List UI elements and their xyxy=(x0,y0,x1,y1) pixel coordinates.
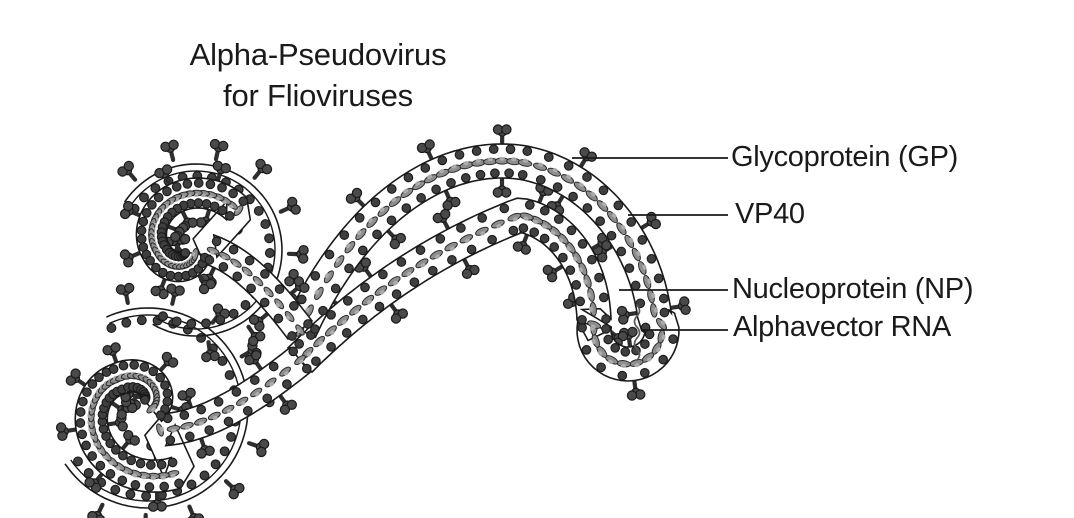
glycoprotein-spike xyxy=(187,504,205,518)
glycoprotein-spike xyxy=(209,138,229,162)
filament-segment xyxy=(119,160,314,341)
callout-label-nucleoprotein: Nucleoprotein (NP) xyxy=(732,273,974,305)
callout-label-alphavector-rna: Alphavector RNA xyxy=(733,311,951,343)
glycoprotein-spike xyxy=(143,512,148,518)
glycoprotein-spike xyxy=(160,139,179,162)
glycoprotein-spike xyxy=(177,387,196,410)
glycoprotein-spike xyxy=(442,188,461,211)
glycoprotein-spike xyxy=(246,324,266,347)
glycoprotein-spike xyxy=(288,276,310,297)
glycoprotein-spike xyxy=(166,283,185,306)
glycoprotein-spike xyxy=(542,264,565,283)
glycoprotein-spike xyxy=(223,479,245,500)
glycoprotein-spike xyxy=(277,393,297,415)
glycoprotein-spike xyxy=(154,164,173,187)
glycoprotein-spike xyxy=(278,196,301,215)
alphavector-rna-tail xyxy=(633,304,641,361)
glycoprotein-spike xyxy=(115,282,135,305)
callout-label-glycoprotein: Glycoprotein (GP) xyxy=(731,141,958,173)
glycoprotein-spike xyxy=(102,342,121,365)
glycoprotein-spike xyxy=(212,160,231,183)
glycoprotein-spike xyxy=(589,232,612,252)
callout-label-vp40: VP40 xyxy=(735,198,805,230)
glycoprotein-spike xyxy=(65,368,88,388)
glycoprotein-spike xyxy=(119,200,143,220)
glycoprotein-spike xyxy=(461,256,480,279)
glycoprotein-spike xyxy=(492,124,512,147)
filament-segment xyxy=(283,124,691,401)
glycoprotein-spike xyxy=(252,158,273,180)
glycoprotein-spike xyxy=(668,296,691,315)
glycoprotein-spike xyxy=(196,272,216,295)
callout-leader-lines xyxy=(572,157,728,331)
glycoprotein-spike xyxy=(201,340,220,363)
glycoprotein-spike xyxy=(388,302,408,324)
glycoprotein-spike xyxy=(416,139,435,162)
glycoprotein-spike xyxy=(616,305,640,325)
glycoprotein-spike xyxy=(120,430,140,452)
virion-body xyxy=(55,124,691,518)
glycoprotein-spike-layer xyxy=(119,160,310,332)
glycoprotein-spike xyxy=(286,244,309,264)
glycoprotein-spike xyxy=(432,208,451,231)
glycoprotein-spike xyxy=(158,351,179,373)
figure-title-line-2: for Flioviruses xyxy=(223,78,413,114)
glycoprotein-spike xyxy=(147,490,167,512)
glycoprotein-spike-layer xyxy=(117,138,309,363)
glycoprotein-spike xyxy=(87,502,105,518)
glycoprotein-spike xyxy=(492,175,512,198)
glycoprotein-spike xyxy=(248,311,270,332)
glycoprotein-spike xyxy=(244,350,264,372)
glycoprotein-spike xyxy=(345,187,367,209)
figure-title-line-1: Alpha-Pseudovirus xyxy=(189,37,447,72)
figure-title: Alpha-Pseudovirus for Flioviruses xyxy=(148,34,488,116)
glycoprotein-spike xyxy=(196,436,215,459)
glycoprotein-spike xyxy=(55,422,79,441)
glycoprotein-spike xyxy=(247,438,270,458)
glycoprotein-spike xyxy=(150,276,169,300)
glycoprotein-spike xyxy=(210,303,230,325)
glycoprotein-spike xyxy=(84,471,105,493)
glycoprotein-spike xyxy=(385,228,406,250)
glycoprotein-spike xyxy=(626,378,646,401)
glycoprotein-spike xyxy=(119,249,143,268)
glycoprotein-spike xyxy=(117,160,138,182)
filament-segment xyxy=(55,342,312,512)
glycoprotein-spike xyxy=(512,232,532,255)
